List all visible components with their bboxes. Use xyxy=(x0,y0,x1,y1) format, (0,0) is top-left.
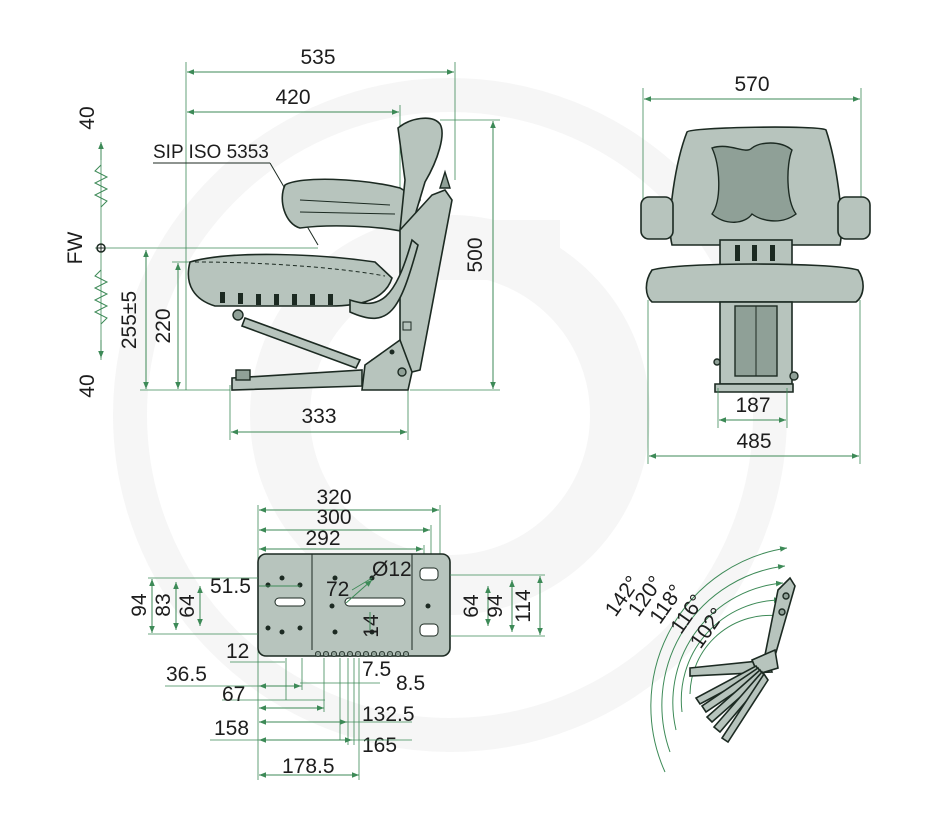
spring-bottom-icon xyxy=(93,269,109,325)
dim-14-label: 14 xyxy=(360,614,383,638)
dim-320-label: 320 xyxy=(316,486,351,509)
dim-158-label: 158 xyxy=(214,717,249,740)
dim-300-label: 300 xyxy=(316,506,351,529)
dim-12-label: 12 xyxy=(226,640,249,663)
dim-420-label: 420 xyxy=(275,86,310,109)
dim-7-5-label: 7.5 xyxy=(362,658,391,681)
backrest-angle-view: 142° 120° 118° 116° 102° xyxy=(601,546,796,773)
dim-187-label: 187 xyxy=(735,394,770,417)
dim-67-label: 67 xyxy=(222,683,245,706)
base-plate-view: 320 300 292 Ø12 51.5 72 xyxy=(128,486,545,780)
dim-333-label: 333 xyxy=(301,405,336,428)
dim-220-label: 220 xyxy=(152,308,175,343)
front-view: 570 187 485 xyxy=(640,73,871,464)
hole-diameter-label: Ø12 xyxy=(372,558,412,581)
dim-535-label: 535 xyxy=(300,46,335,69)
side-view: 535 420 SIP ISO 5353 500 40 FW 40 255±5 xyxy=(64,46,500,440)
right-114-label: 114 xyxy=(512,589,535,623)
dim-8-5-label: 8.5 xyxy=(396,672,425,695)
right-64-label: 64 xyxy=(460,594,483,618)
sip-label: SIP ISO 5353 xyxy=(153,142,269,163)
base-plate-illustration xyxy=(257,553,451,658)
seat-side-illustration xyxy=(187,117,453,391)
seat-front-illustration xyxy=(640,126,871,393)
dim-500-label: 500 xyxy=(464,237,487,272)
dim-72-label: 72 xyxy=(326,578,349,601)
dim-570-label: 570 xyxy=(734,73,769,96)
dim-485-label: 485 xyxy=(736,430,771,453)
travel-bottom-label: 40 xyxy=(76,374,99,397)
dim-51-5-label: 51.5 xyxy=(210,575,251,598)
dim-36-5-label: 36.5 xyxy=(166,663,207,686)
backrest-mechanism-illustration xyxy=(689,576,796,744)
dim-255-label: 255±5 xyxy=(118,291,141,349)
dim-165-label: 165 xyxy=(362,734,397,757)
backrest-angle-arcs xyxy=(650,546,788,773)
fw-label: FW xyxy=(64,232,87,265)
left-94-label: 94 xyxy=(128,593,151,617)
travel-top-label: 40 xyxy=(76,106,99,129)
spring-top-icon xyxy=(93,164,109,208)
left-83-label: 83 xyxy=(152,593,175,616)
dim-292-label: 292 xyxy=(305,527,340,550)
right-94-label: 94 xyxy=(484,594,507,618)
left-64-label: 64 xyxy=(176,594,199,618)
dim-132-5-label: 132.5 xyxy=(362,703,415,726)
